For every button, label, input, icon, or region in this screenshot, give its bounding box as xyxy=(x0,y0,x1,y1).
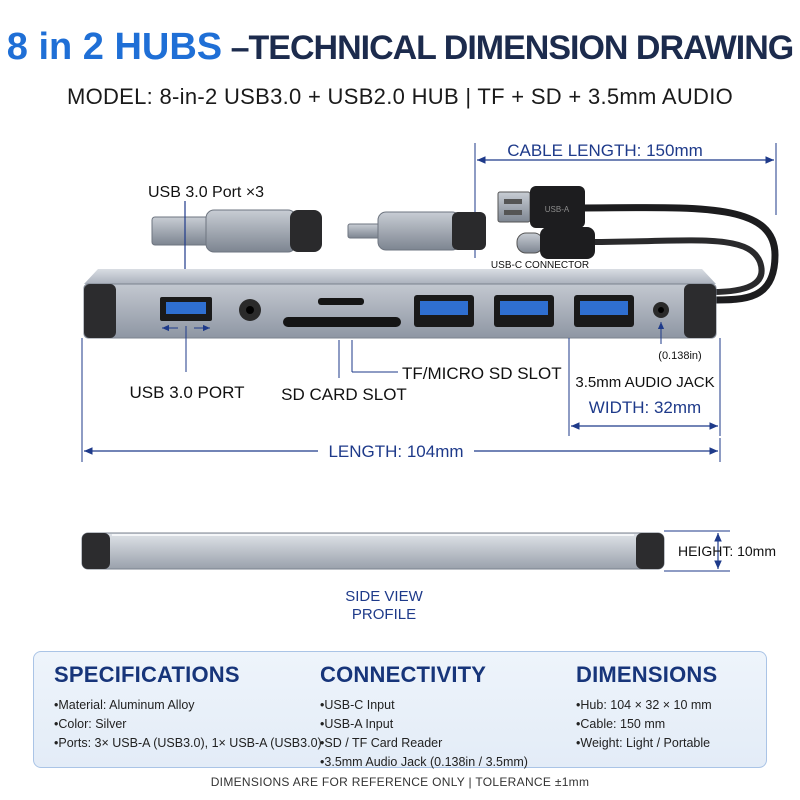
side-view-subtitle: PROFILE xyxy=(352,606,416,623)
spec-item: Material: Aluminum Alloy xyxy=(54,696,322,715)
specs-panel: SPECIFICATIONS Material: Aluminum Alloy … xyxy=(33,651,767,769)
right-end-cap xyxy=(684,284,716,338)
usb-c-plug xyxy=(516,227,595,259)
usb-c-connector-label: USB-C CONNECTOR xyxy=(491,260,589,271)
title-product: 8 in 2 HUBS xyxy=(6,26,223,68)
jack-size-label: (0.138in) xyxy=(658,350,701,362)
connectivity-item: 3.5mm Audio Jack (0.138in / 3.5mm) xyxy=(320,753,528,772)
length-label: LENGTH: 104mm xyxy=(328,442,463,461)
title-drawing: TECHNICAL DIMENSION DRAWING xyxy=(248,29,795,67)
cable-length-label: CABLE LENGTH: 150mm xyxy=(507,141,703,160)
spec-item: Ports: 3× USB-A (USB3.0), 1× USB-A (USB3… xyxy=(54,734,321,753)
dimension-drawing: CABLE LENGTH: 150mm USB-A USB-C CONNECTO… xyxy=(81,139,779,623)
usb-a-plug-text: USB-A xyxy=(545,205,570,214)
height-label: HEIGHT: 10mm xyxy=(678,543,776,559)
usb-port-callout: USB 3.0 PORT xyxy=(130,324,245,402)
usb-a-plug: USB-A xyxy=(497,186,585,228)
width-label: WIDTH: 32mm xyxy=(589,398,701,417)
dimensions-heading: DIMENSIONS xyxy=(576,662,718,687)
dimension-item: Cable: 150 mm xyxy=(576,715,717,734)
width-dimension: WIDTH: 32mm xyxy=(568,338,721,436)
usb-port-x3-label: USB 3.0 Port ×3 xyxy=(148,184,264,201)
tf-slot xyxy=(318,298,364,305)
audio-jack-callout: (0.138in) 3.5mm AUDIO JACK xyxy=(575,322,715,391)
cable-assembly: USB-A USB-C CONNECTOR xyxy=(491,186,779,304)
connectivity-item: SD / TF Card Reader xyxy=(320,734,528,753)
page-title: 8 in 2 HUBS –TECHNICAL DIMENSION DRAWING xyxy=(0,26,800,69)
slot-callouts: SD CARD SLOT TF/MICRO SD SLOT xyxy=(281,340,562,404)
specifications-heading: SPECIFICATIONS xyxy=(54,662,240,687)
dimension-item: Hub: 104 × 32 × 10 mm xyxy=(576,696,717,715)
spec-item: Color: Silver xyxy=(54,715,322,734)
connectivity-heading: CONNECTIVITY xyxy=(320,662,487,687)
side-view xyxy=(81,532,665,570)
usb-3-port-1 xyxy=(414,295,474,327)
usb-3-port-left xyxy=(160,297,212,321)
length-dimension: LENGTH: 104mm xyxy=(81,338,721,462)
left-end-cap xyxy=(84,284,116,338)
connectivity-item: USB-A Input xyxy=(320,715,528,734)
title-dash: – xyxy=(222,29,250,67)
hub-front-view xyxy=(83,269,717,339)
cable-length-dimension: CABLE LENGTH: 150mm xyxy=(474,139,777,258)
audio-jack-label: 3.5mm AUDIO JACK xyxy=(575,374,714,391)
specifications-column: SPECIFICATIONS Material: Aluminum Alloy … xyxy=(54,662,322,753)
tf-slot-label: TF/MICRO SD SLOT xyxy=(402,364,562,383)
usb-plug-middle xyxy=(347,211,486,251)
model-line: MODEL: 8-in-2 USB3.0 + USB2.0 HUB | TF +… xyxy=(66,84,734,109)
height-dimension: HEIGHT: 10mm xyxy=(664,530,776,572)
usb-3-port-3 xyxy=(574,295,634,327)
connectivity-column: CONNECTIVITY USB-C Input USB-A Input SD … xyxy=(320,662,528,772)
sd-slot xyxy=(283,317,401,327)
usb-plug-left xyxy=(151,209,322,253)
usb-port-label: USB 3.0 PORT xyxy=(130,383,245,402)
sd-slot-label: SD CARD SLOT xyxy=(281,385,407,404)
connectivity-item: USB-C Input xyxy=(320,696,528,715)
dimensions-column: DIMENSIONS Hub: 104 × 32 × 10 mm Cable: … xyxy=(576,662,717,753)
side-view-title: SIDE VIEW xyxy=(345,588,423,605)
usb-3-port-2 xyxy=(494,295,554,327)
dimension-item: Weight: Light / Portable xyxy=(576,734,717,753)
footer-note: DIMENSIONS ARE FOR REFERENCE ONLY | TOLE… xyxy=(210,775,590,789)
